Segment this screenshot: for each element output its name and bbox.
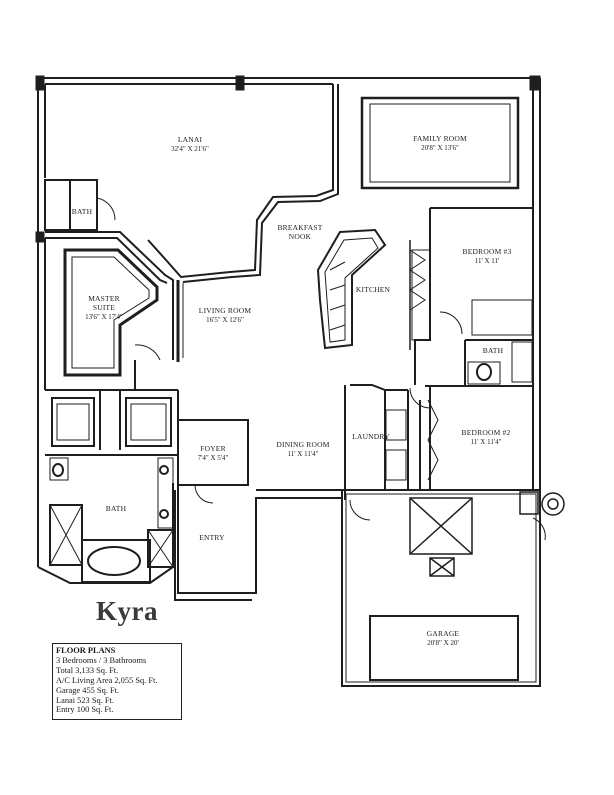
bedroom3-dim: 11' X 11' (475, 257, 500, 265)
info-line: Entry 100 Sq. Ft. (56, 705, 114, 715)
floor-plans-info-box: FLOOR PLANS 3 Bedrooms / 3 Bathrooms Tot… (52, 643, 182, 720)
suite-label: SUITE (93, 303, 115, 312)
master-label: MASTER (88, 294, 120, 303)
kitchen-counters (316, 228, 431, 350)
garage-label: GARAGE (427, 629, 460, 638)
family-room-dim: 20'8" X 13'6" (421, 144, 459, 152)
room-labels: LANAI 32'4" X 21'6" FAMILY ROOM 20'8" X … (72, 134, 512, 647)
info-line: A/C Living Area 2,055 Sq. Ft. (56, 675, 158, 685)
door-swings (96, 197, 546, 541)
bedroom2-label: BEDROOM #2 (462, 428, 511, 437)
info-line: Total 3,133 Sq. Ft. (56, 665, 119, 675)
bedroom3-label: BEDROOM #3 (463, 247, 512, 256)
interior-walls (44, 179, 533, 583)
info-line: 3 Bedrooms / 3 Bathrooms (56, 655, 147, 665)
living-room-dim: 16'5" X 12'6" (206, 316, 244, 324)
nook-label: NOOK (289, 232, 312, 241)
garage-dim: 20'8" X 20' (427, 639, 458, 647)
bath-right-label: BATH (483, 346, 504, 355)
info-line: Lanai 523 Sq. Ft. (56, 695, 114, 705)
foyer-label: FOYER (200, 444, 226, 453)
bath-top-left-label: BATH (72, 207, 93, 216)
master-suite-dim: 13'6" X 17'4" (85, 313, 123, 321)
breakfast-label: BREAKFAST (277, 223, 322, 232)
bedroom2-dim: 11' X 11'4" (471, 438, 502, 446)
dining-room-dim: 11' X 11'4" (288, 450, 319, 458)
laundry-label: LAUNDRY (352, 432, 390, 441)
lanai-dim: 32'4" X 21'6" (171, 145, 209, 153)
lanai-label: LANAI (178, 135, 203, 144)
family-room-box (360, 96, 520, 190)
garage-details (369, 491, 565, 681)
info-title: FLOOR PLANS (56, 646, 116, 655)
foyer-dim: 7'4" X 5'4" (198, 454, 229, 462)
living-room-label: LIVING ROOM (199, 306, 252, 315)
dining-room-label: DINING ROOM (276, 440, 329, 449)
posts (35, 75, 541, 243)
bath-master-label: BATH (106, 504, 127, 513)
entry-label: ENTRY (199, 533, 225, 542)
family-room-label: FAMILY ROOM (413, 134, 467, 143)
info-line: Garage 455 Sq. Ft. (56, 685, 120, 695)
kitchen-label: KITCHEN (356, 285, 391, 294)
plan-title: Kyra (96, 596, 158, 626)
